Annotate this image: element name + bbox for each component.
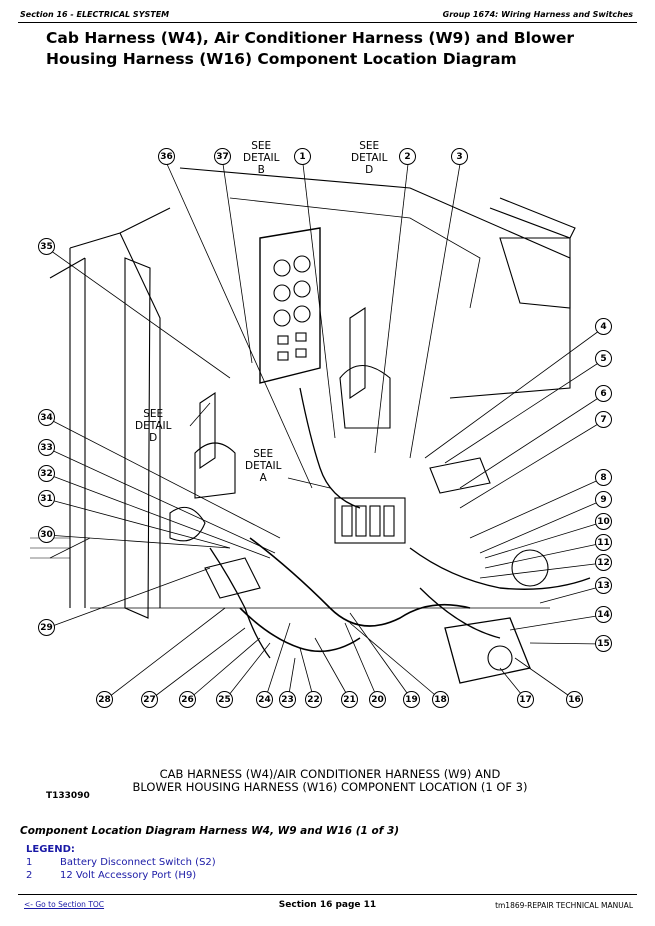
see-detail-a-line3: A xyxy=(259,472,267,484)
callout-36: 36 xyxy=(158,148,175,165)
callout-28: 28 xyxy=(96,691,113,708)
callout-3: 3 xyxy=(451,148,468,165)
callout-24: 24 xyxy=(256,691,273,708)
callout-27: 27 xyxy=(141,691,158,708)
see-detail-d-left-line2: DETAIL xyxy=(135,420,172,432)
legend-item-label: Battery Disconnect Switch (S2) xyxy=(60,857,216,868)
callout-6: 6 xyxy=(595,385,612,402)
callout-10: 10 xyxy=(595,513,612,530)
legend-item-number: 2 xyxy=(26,870,33,881)
callout-17: 17 xyxy=(517,691,534,708)
see-detail-b-line2: DETAIL xyxy=(243,152,280,164)
callout-1: 1 xyxy=(294,148,311,165)
callout-18: 18 xyxy=(432,691,449,708)
callout-20: 20 xyxy=(369,691,386,708)
callout-23: 23 xyxy=(279,691,296,708)
callout-13: 13 xyxy=(595,577,612,594)
see-detail-a: SEE DETAIL A xyxy=(245,448,281,484)
see-detail-b: SEE DETAIL B xyxy=(243,140,279,176)
callout-29: 29 xyxy=(38,619,55,636)
see-detail-a-line1: SEE xyxy=(253,448,274,460)
legend-item: 2 12 Volt Accessory Port (H9) xyxy=(26,870,216,881)
callout-32: 32 xyxy=(38,465,55,482)
header-divider xyxy=(18,22,637,23)
callout-7: 7 xyxy=(595,411,612,428)
callout-15: 15 xyxy=(595,635,612,652)
see-detail-d-top: SEE DETAIL D xyxy=(351,140,387,176)
callout-34: 34 xyxy=(38,409,55,426)
callout-22: 22 xyxy=(305,691,322,708)
legend-item-label: 12 Volt Accessory Port (H9) xyxy=(60,870,197,881)
callout-16: 16 xyxy=(566,691,583,708)
callout-31: 31 xyxy=(38,490,55,507)
section-label: Section 16 - ELECTRICAL SYSTEM xyxy=(20,10,170,19)
page-header: Section 16 - ELECTRICAL SYSTEM Group 167… xyxy=(0,0,655,24)
see-detail-d-left-line1: SEE xyxy=(143,408,164,420)
see-detail-a-line2: DETAIL xyxy=(245,460,282,472)
wiring-diagram: 36 37 1 2 3 35 4 5 6 7 34 33 32 31 30 8 … xyxy=(30,138,630,716)
component-diagram-title: Component Location Diagram Harness W4, W… xyxy=(20,825,400,837)
see-detail-d-top-line1: SEE xyxy=(359,140,380,152)
callout-11: 11 xyxy=(595,534,612,551)
legend-item-number: 1 xyxy=(26,857,33,868)
callout-4: 4 xyxy=(595,318,612,335)
callout-33: 33 xyxy=(38,439,55,456)
figure-id: T133090 xyxy=(46,791,90,801)
callout-30: 30 xyxy=(38,526,55,543)
manual-name: tm1869-REPAIR TECHNICAL MANUAL xyxy=(495,901,633,910)
callout-9: 9 xyxy=(595,491,612,508)
see-detail-d-top-line3: D xyxy=(365,164,374,176)
group-label: Group 1674: Wiring Harness and Switches xyxy=(442,10,633,19)
section-toc-link[interactable]: <- Go to Section TOC xyxy=(24,900,105,909)
legend-title: LEGEND: xyxy=(26,844,75,855)
diagram-artwork xyxy=(30,163,604,701)
see-detail-b-line1: SEE xyxy=(251,140,272,152)
figure-caption-line1: CAB HARNESS (W4)/AIR CONDITIONER HARNESS… xyxy=(159,767,501,781)
callout-37: 37 xyxy=(214,148,231,165)
callout-26: 26 xyxy=(179,691,196,708)
callout-14: 14 xyxy=(595,606,612,623)
see-detail-d-top-line2: DETAIL xyxy=(351,152,388,164)
callout-35: 35 xyxy=(38,238,55,255)
see-detail-d-left: SEE DETAIL D xyxy=(135,408,171,444)
callout-21: 21 xyxy=(341,691,358,708)
legend-item: 1 Battery Disconnect Switch (S2) xyxy=(26,857,216,868)
see-detail-b-line3: B xyxy=(257,164,265,176)
callout-12: 12 xyxy=(595,554,612,571)
callout-2: 2 xyxy=(399,148,416,165)
callout-8: 8 xyxy=(595,469,612,486)
callout-25: 25 xyxy=(216,691,233,708)
footer-divider xyxy=(18,894,637,895)
page-title: Cab Harness (W4), Air Conditioner Harnes… xyxy=(46,29,575,68)
figure-caption: CAB HARNESS (W4)/AIR CONDITIONER HARNESS… xyxy=(60,768,600,794)
page-number: Section 16 page 11 xyxy=(278,900,377,910)
callout-19: 19 xyxy=(403,691,420,708)
see-detail-d-left-line3: D xyxy=(149,432,158,444)
callout-5: 5 xyxy=(595,350,612,367)
figure-caption-line2: BLOWER HOUSING HARNESS (W16) COMPONENT L… xyxy=(132,780,528,794)
